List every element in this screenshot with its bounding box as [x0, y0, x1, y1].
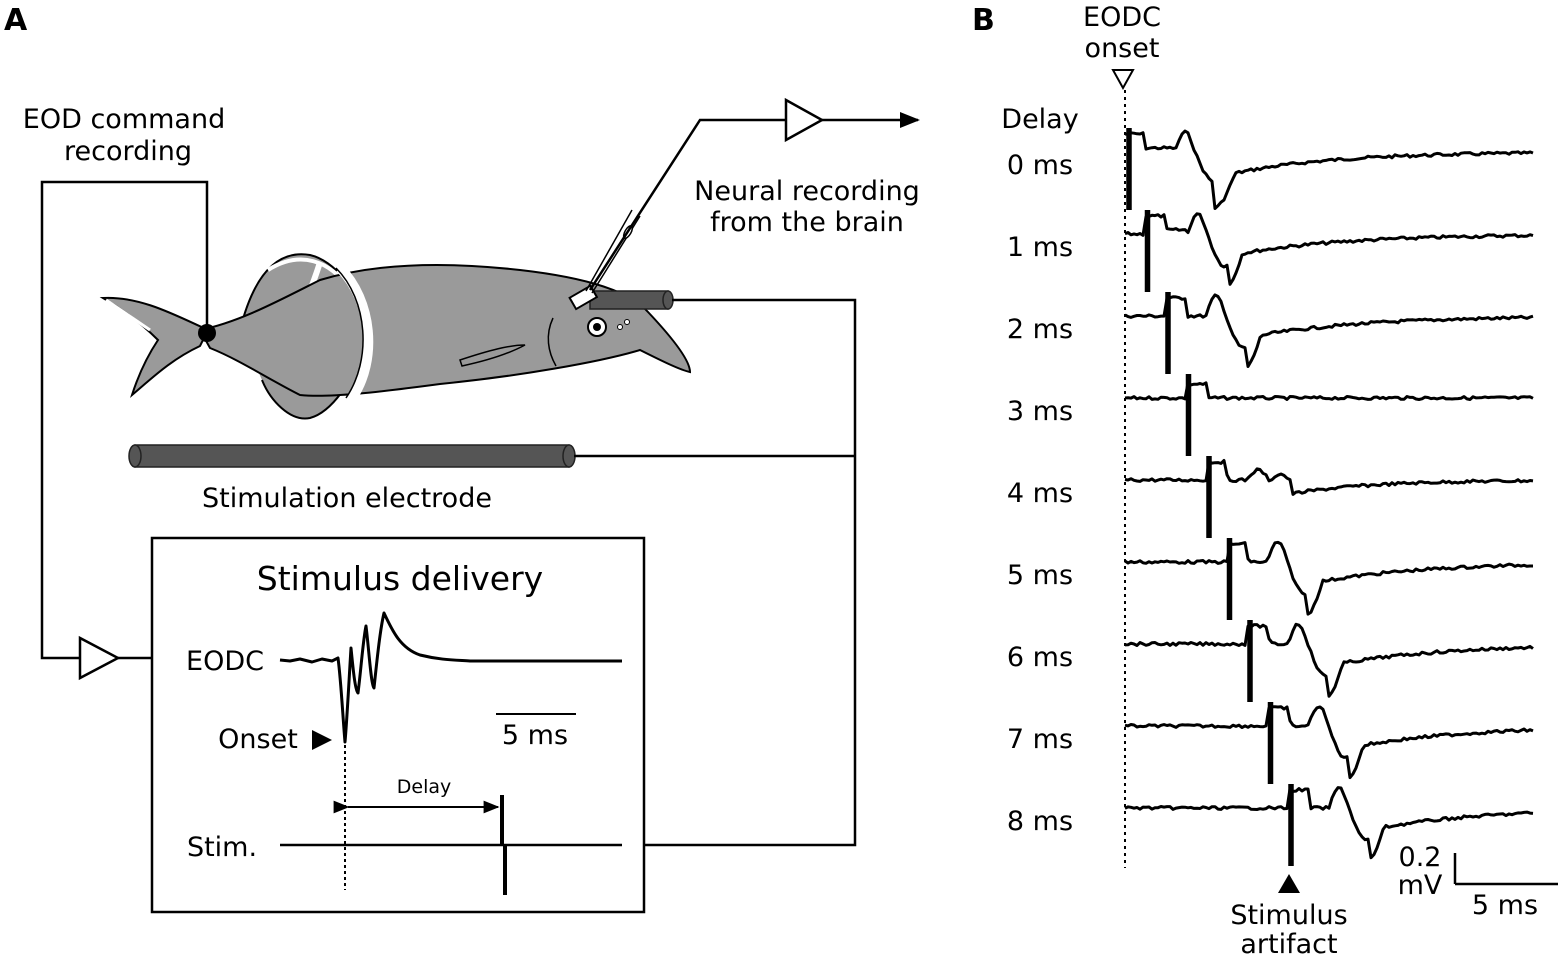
scale-amplitude-label: 0.2	[1399, 842, 1442, 873]
delay-label-5ms: 5 ms	[1007, 560, 1073, 591]
eod-command-label-line1: EOD command	[23, 104, 225, 135]
response-trace-7ms	[1124, 705, 1534, 780]
delay-header: Delay	[1001, 104, 1078, 135]
response-trace-4ms	[1124, 459, 1534, 496]
artifact-label-line2: artifact	[1240, 929, 1337, 959]
artifact-label-line1: Stimulus	[1230, 900, 1347, 931]
artifact-marker-icon	[1278, 874, 1300, 893]
response-trace-2ms	[1124, 293, 1534, 368]
response-trace-5ms	[1124, 540, 1533, 616]
delay-label-2ms: 2 ms	[1007, 314, 1073, 345]
neural-recording-label-line1: Neural recording	[694, 176, 920, 207]
response-trace-0ms	[1124, 129, 1534, 210]
neural-recording-wire	[588, 118, 786, 291]
stimulation-electrode	[128, 444, 576, 468]
eodc-onset-label-line1: EODC	[1083, 2, 1161, 33]
delay-label-3ms: 3 ms	[1007, 396, 1073, 427]
stim-wire-head	[645, 298, 857, 847]
stimulation-electrode-label: Stimulation electrode	[202, 483, 492, 514]
scale-amplitude-unit: mV	[1398, 870, 1443, 901]
panel-b: B EODC onset Delay 0 ms 1 ms 2 ms 3 ms 4 ms 5…	[972, 2, 1558, 959]
eodc-onset-label-line2: onset	[1085, 33, 1160, 64]
neural-amplifier-icon	[784, 97, 825, 143]
response-trace-1ms	[1124, 212, 1534, 286]
panel-b-label: B	[972, 3, 995, 38]
command-electrode-icon	[198, 324, 216, 342]
eod-command-wire	[40, 180, 209, 660]
delay-label-8ms: 8 ms	[1007, 806, 1073, 837]
panel-a-label: A	[4, 3, 28, 38]
eodc-label: EODC	[186, 646, 264, 677]
onset-label: Onset	[218, 724, 298, 755]
response-trace-3ms	[1124, 381, 1534, 401]
stimulus-delivery-box	[150, 536, 646, 914]
delay-label-0ms: 0 ms	[1007, 150, 1073, 181]
delay-label: Delay	[397, 776, 452, 798]
delay-label-4ms: 4 ms	[1007, 478, 1073, 509]
delay-label-1ms: 1 ms	[1007, 232, 1073, 263]
trace-stack: 0 ms 1 ms 2 ms 3 ms 4 ms 5 ms 6 ms 7 ms 8 ms	[1007, 128, 1534, 866]
eod-command-label-line2: recording	[64, 136, 192, 167]
panel-a: A EOD command recording	[4, 3, 920, 914]
eodc-onset-marker-icon	[1111, 69, 1135, 91]
neural-recording-label-line2: from the brain	[710, 207, 904, 238]
response-trace-6ms	[1124, 622, 1534, 698]
eod-amplifier-icon	[78, 635, 121, 681]
head-stimulation-electrode	[589, 290, 674, 310]
stimulus-delivery-title: Stimulus delivery	[257, 559, 543, 598]
delay-label-7ms: 7 ms	[1007, 724, 1073, 755]
stim-label: Stim.	[187, 832, 257, 863]
delay-label-6ms: 6 ms	[1007, 642, 1073, 673]
eodc-waveform	[279, 611, 622, 744]
onset-arrowhead-icon	[312, 730, 332, 750]
box-scale-label: 5 ms	[502, 720, 568, 751]
response-trace-8ms	[1124, 786, 1534, 860]
scale-time-label: 5 ms	[1472, 890, 1538, 921]
fish-icon	[99, 253, 692, 420]
